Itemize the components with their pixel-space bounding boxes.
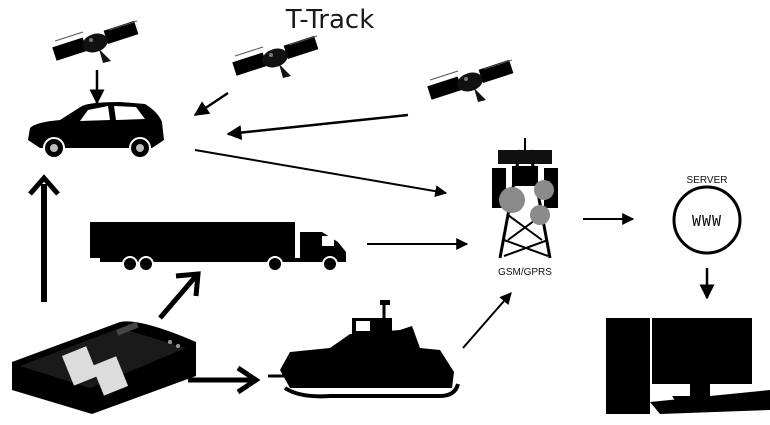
server-label: SERVER bbox=[687, 175, 728, 186]
satellite-icon bbox=[231, 35, 319, 79]
car-icon bbox=[28, 102, 164, 159]
satellite-icon bbox=[51, 20, 139, 64]
arrow-satellite-to-car bbox=[193, 91, 229, 117]
arrow-satellite-to-car bbox=[226, 113, 409, 141]
satellite-icon bbox=[426, 59, 514, 103]
server-badge-text: WWW bbox=[692, 212, 722, 230]
arrow-device-to-tractor bbox=[188, 365, 261, 395]
server-globe-icon: WWW bbox=[672, 185, 742, 255]
gps-tracker-device-icon bbox=[12, 321, 196, 414]
truck-icon bbox=[90, 222, 346, 272]
tractor-icon bbox=[268, 300, 460, 399]
arrow-tractor-to-tower bbox=[462, 292, 512, 349]
cell-tower-icon bbox=[492, 138, 558, 259]
desktop-computer-icon bbox=[606, 318, 770, 414]
diagram-title: T-Track bbox=[285, 5, 375, 35]
arrow-device-to-truck bbox=[158, 271, 201, 320]
arrow-device-to-car bbox=[28, 174, 60, 302]
tower-label: GSM/GPRS bbox=[498, 267, 552, 278]
arrow-car-to-tower bbox=[194, 149, 448, 198]
